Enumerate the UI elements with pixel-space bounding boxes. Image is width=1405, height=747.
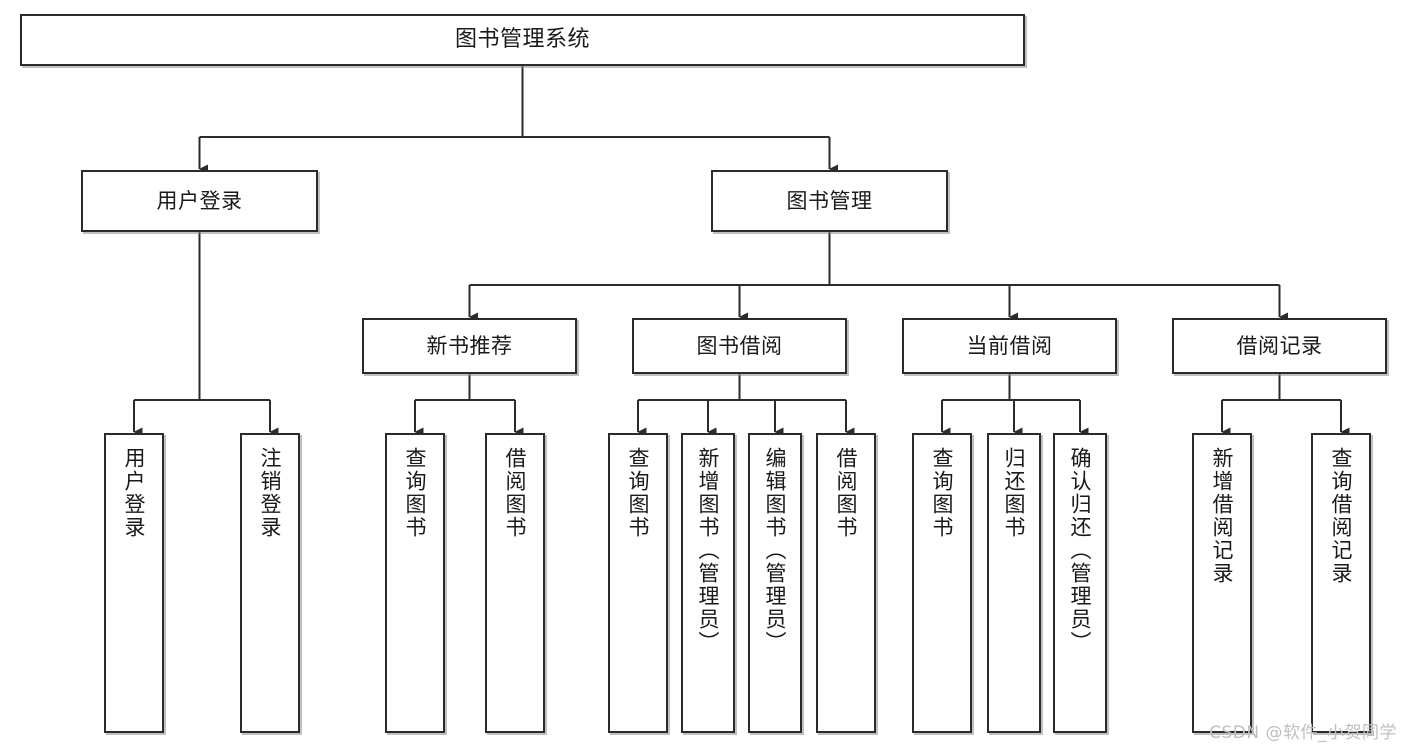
node-l-cu-query[interactable]: 查询图书 <box>912 433 972 733</box>
node-label: 图书借阅 <box>696 333 783 358</box>
node-l-nb-query[interactable]: 查询图书 <box>385 433 445 733</box>
edge-group <box>133 66 1350 437</box>
node-bookmgmt[interactable]: 图书管理 <box>711 170 948 232</box>
node-label: 用户登录 <box>122 447 147 539</box>
node-l-bo-query[interactable]: 查询图书 <box>608 433 668 733</box>
node-root[interactable]: 图书管理系统 <box>20 14 1025 66</box>
node-label: 图书管理 <box>786 188 873 213</box>
node-l-logout[interactable]: 注销登录 <box>240 433 300 733</box>
node-l-userlogin[interactable]: 用户登录 <box>104 433 164 733</box>
node-label: 借阅图书 <box>503 447 528 539</box>
node-newbook[interactable]: 新书推荐 <box>362 318 577 374</box>
node-label: 用户登录 <box>156 188 243 213</box>
node-label: 新增图书（管理员） <box>696 447 721 654</box>
node-label: 确认归还（管理员） <box>1068 447 1093 654</box>
node-l-bo-borrow[interactable]: 借阅图书 <box>816 433 876 733</box>
node-l-re-query[interactable]: 查询借阅记录 <box>1311 433 1371 733</box>
node-label: 查询图书 <box>626 447 651 539</box>
node-current[interactable]: 当前借阅 <box>902 318 1117 374</box>
node-label: 借阅图书 <box>834 447 859 539</box>
node-label: 借阅记录 <box>1236 333 1323 358</box>
node-label: 图书管理系统 <box>454 27 590 53</box>
node-l-bo-add[interactable]: 新增图书（管理员） <box>681 433 735 733</box>
node-records[interactable]: 借阅记录 <box>1172 318 1387 374</box>
node-label: 查询图书 <box>930 447 955 539</box>
node-label: 新增借阅记录 <box>1210 447 1235 585</box>
node-label: 查询借阅记录 <box>1329 447 1354 585</box>
node-label: 注销登录 <box>258 447 283 539</box>
node-l-nb-borrow[interactable]: 借阅图书 <box>485 433 545 733</box>
node-l-re-add[interactable]: 新增借阅记录 <box>1192 433 1252 733</box>
node-label: 编辑图书（管理员） <box>763 447 788 654</box>
node-label: 查询图书 <box>403 447 428 539</box>
node-l-bo-edit[interactable]: 编辑图书（管理员） <box>748 433 802 733</box>
node-borrow[interactable]: 图书借阅 <box>632 318 847 374</box>
node-l-cu-confirm[interactable]: 确认归还（管理员） <box>1053 433 1107 733</box>
node-label: 归还图书 <box>1002 447 1027 539</box>
node-label: 当前借阅 <box>966 333 1053 358</box>
node-login[interactable]: 用户登录 <box>81 170 318 232</box>
node-label: 新书推荐 <box>426 333 513 358</box>
node-l-cu-return[interactable]: 归还图书 <box>987 433 1041 733</box>
